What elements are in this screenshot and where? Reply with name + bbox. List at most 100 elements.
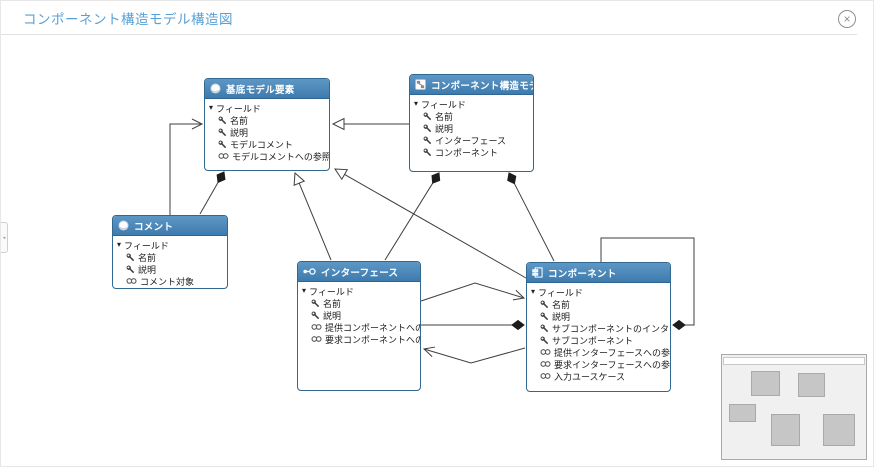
connector-line <box>199 182 219 215</box>
wrench-icon <box>311 299 320 308</box>
node-header[interactable]: インターフェース <box>298 262 420 282</box>
link-icon <box>126 277 137 285</box>
connector-interface-to-base-generalization[interactable] <box>293 171 332 261</box>
node-body: ▾フィールド名前説明サブコンポーネントのインターフェースサブコンポーネント提供イ… <box>527 283 670 382</box>
connector-base-to-comment-composition[interactable] <box>199 171 226 215</box>
field-row[interactable]: 説明 <box>208 126 327 138</box>
fields-group-row[interactable]: ▾フィールド <box>301 285 418 297</box>
field-row[interactable]: 説明 <box>413 122 531 134</box>
minimap-titlebar <box>723 357 865 365</box>
connector-line <box>423 347 526 364</box>
field-label: 提供コンポーネントへの参照 <box>325 322 420 333</box>
minimap-node <box>798 373 825 397</box>
wrench-icon <box>311 311 320 320</box>
node-header[interactable]: コンポーネント構造モデル <box>410 75 533 95</box>
connector-component-to-base-generalization[interactable] <box>334 168 527 279</box>
field-row[interactable]: モデルコメントへの参照 <box>208 150 330 162</box>
wrench-icon <box>423 124 432 133</box>
field-row[interactable]: コンポーネント <box>413 146 531 158</box>
page-title: コンポーネント構造モデル構造図 <box>23 12 233 27</box>
node-title: コンポーネント <box>548 268 617 280</box>
field-row[interactable]: サブコンポーネント <box>530 334 668 346</box>
link-icon <box>540 348 551 356</box>
field-row[interactable]: 説明 <box>530 310 668 322</box>
panel-collapse-handle[interactable]: ◂ <box>1 222 8 253</box>
field-row[interactable]: 説明 <box>116 263 225 275</box>
connector-line <box>169 123 202 215</box>
minimap-node <box>771 414 800 446</box>
connector-line <box>514 183 555 262</box>
field-label: 名前 <box>435 111 454 122</box>
field-label: モデルコメントへの参照 <box>232 151 330 162</box>
collapse-caret-icon: ▾ <box>302 286 307 295</box>
node-component[interactable]: コンポーネント ▾フィールド名前説明サブコンポーネントのインターフェースサブコンポ… <box>526 262 671 392</box>
link-icon <box>540 360 551 368</box>
connector-csm-to-base-generalization[interactable] <box>331 117 409 131</box>
field-row[interactable]: 要求インターフェースへの参照 <box>530 358 671 370</box>
wrench-icon <box>423 148 432 157</box>
minimap[interactable] <box>721 354 867 460</box>
node-header[interactable]: 基底モデル要素 <box>205 79 329 99</box>
node-header[interactable]: コメント <box>113 216 227 236</box>
field-row[interactable]: 入力ユースケース <box>530 370 668 382</box>
field-row[interactable]: コメント対象 <box>116 275 225 287</box>
minimap-node <box>729 404 756 422</box>
field-row[interactable]: 名前 <box>413 110 531 122</box>
field-row[interactable]: サブコンポーネントのインターフェース <box>530 322 670 334</box>
field-label: 説明 <box>552 311 571 322</box>
node-header[interactable]: コンポーネント <box>527 263 670 283</box>
collapse-caret-icon: ▾ <box>531 287 536 296</box>
wrench-icon <box>540 324 549 333</box>
wrench-icon <box>126 265 135 274</box>
connector-csm-to-component-composition[interactable] <box>507 172 555 262</box>
connector-component-self-composition[interactable] <box>600 237 695 331</box>
field-label: 名前 <box>552 299 571 310</box>
connector-line <box>420 282 525 302</box>
connector-line <box>344 174 527 279</box>
connector-interface-to-component-reference[interactable] <box>420 282 526 302</box>
field-row[interactable]: インターフェース <box>413 134 531 146</box>
connector-csm-to-interface-composition[interactable] <box>384 172 441 261</box>
fields-group-label: フィールド <box>538 287 583 298</box>
connector-end-diamond-icon <box>507 172 517 185</box>
fields-group-row[interactable]: ▾フィールド <box>530 286 668 298</box>
connector-end-diamond-icon <box>431 172 441 184</box>
fields-group-row[interactable]: ▾フィールド <box>208 102 327 114</box>
node-comment[interactable]: コメント ▾フィールド名前説明コメント対象 <box>112 215 228 289</box>
fields-group-row[interactable]: ▾フィールド <box>413 98 531 110</box>
field-label: 説明 <box>138 264 157 275</box>
node-title: インターフェース <box>321 267 399 279</box>
field-row[interactable]: 説明 <box>301 309 418 321</box>
circle-icon <box>118 220 129 231</box>
fields-group-row[interactable]: ▾フィールド <box>116 239 225 251</box>
field-row[interactable]: 名前 <box>530 298 668 310</box>
connector-component-to-interface-composition[interactable] <box>421 319 525 331</box>
wrench-icon <box>423 136 432 145</box>
node-body: ▾フィールド名前説明提供コンポーネントへの参照要求コンポーネントへの参照 <box>298 282 420 345</box>
field-row[interactable]: 要求コンポーネントへの参照 <box>301 333 420 345</box>
close-icon[interactable]: × <box>838 10 856 28</box>
field-row[interactable]: 名前 <box>208 114 327 126</box>
field-row[interactable]: 名前 <box>301 297 418 309</box>
field-row[interactable]: 提供コンポーネントへの参照 <box>301 321 420 333</box>
connector-end-diamond-icon <box>216 171 226 184</box>
connector-end-arrow-icon <box>512 289 526 301</box>
connector-comment-to-base-reference[interactable] <box>169 118 204 215</box>
node-body: ▾フィールド名前説明インターフェースコンポーネント <box>410 95 533 158</box>
field-label: 名前 <box>138 252 157 263</box>
field-label: モデルコメント <box>230 139 293 150</box>
node-interface[interactable]: インターフェース ▾フィールド名前説明提供コンポーネントへの参照要求コンポーネント… <box>297 261 421 391</box>
field-row[interactable]: 提供インターフェースへの参照 <box>530 346 670 358</box>
node-base-model-element[interactable]: 基底モデル要素 ▾フィールド名前説明モデルコメントモデルコメントへの参照 <box>204 78 330 171</box>
field-label: 要求インターフェースへの参照 <box>554 359 671 370</box>
collapse-caret-icon: ▾ <box>414 99 419 108</box>
fields-group-label: フィールド <box>216 103 261 114</box>
wrench-icon <box>218 128 227 137</box>
connector-component-to-interface-reference[interactable] <box>422 346 526 364</box>
field-label: 名前 <box>323 298 342 309</box>
field-row[interactable]: モデルコメント <box>208 138 327 150</box>
title-divider <box>1 34 857 35</box>
field-row[interactable]: 名前 <box>116 251 225 263</box>
